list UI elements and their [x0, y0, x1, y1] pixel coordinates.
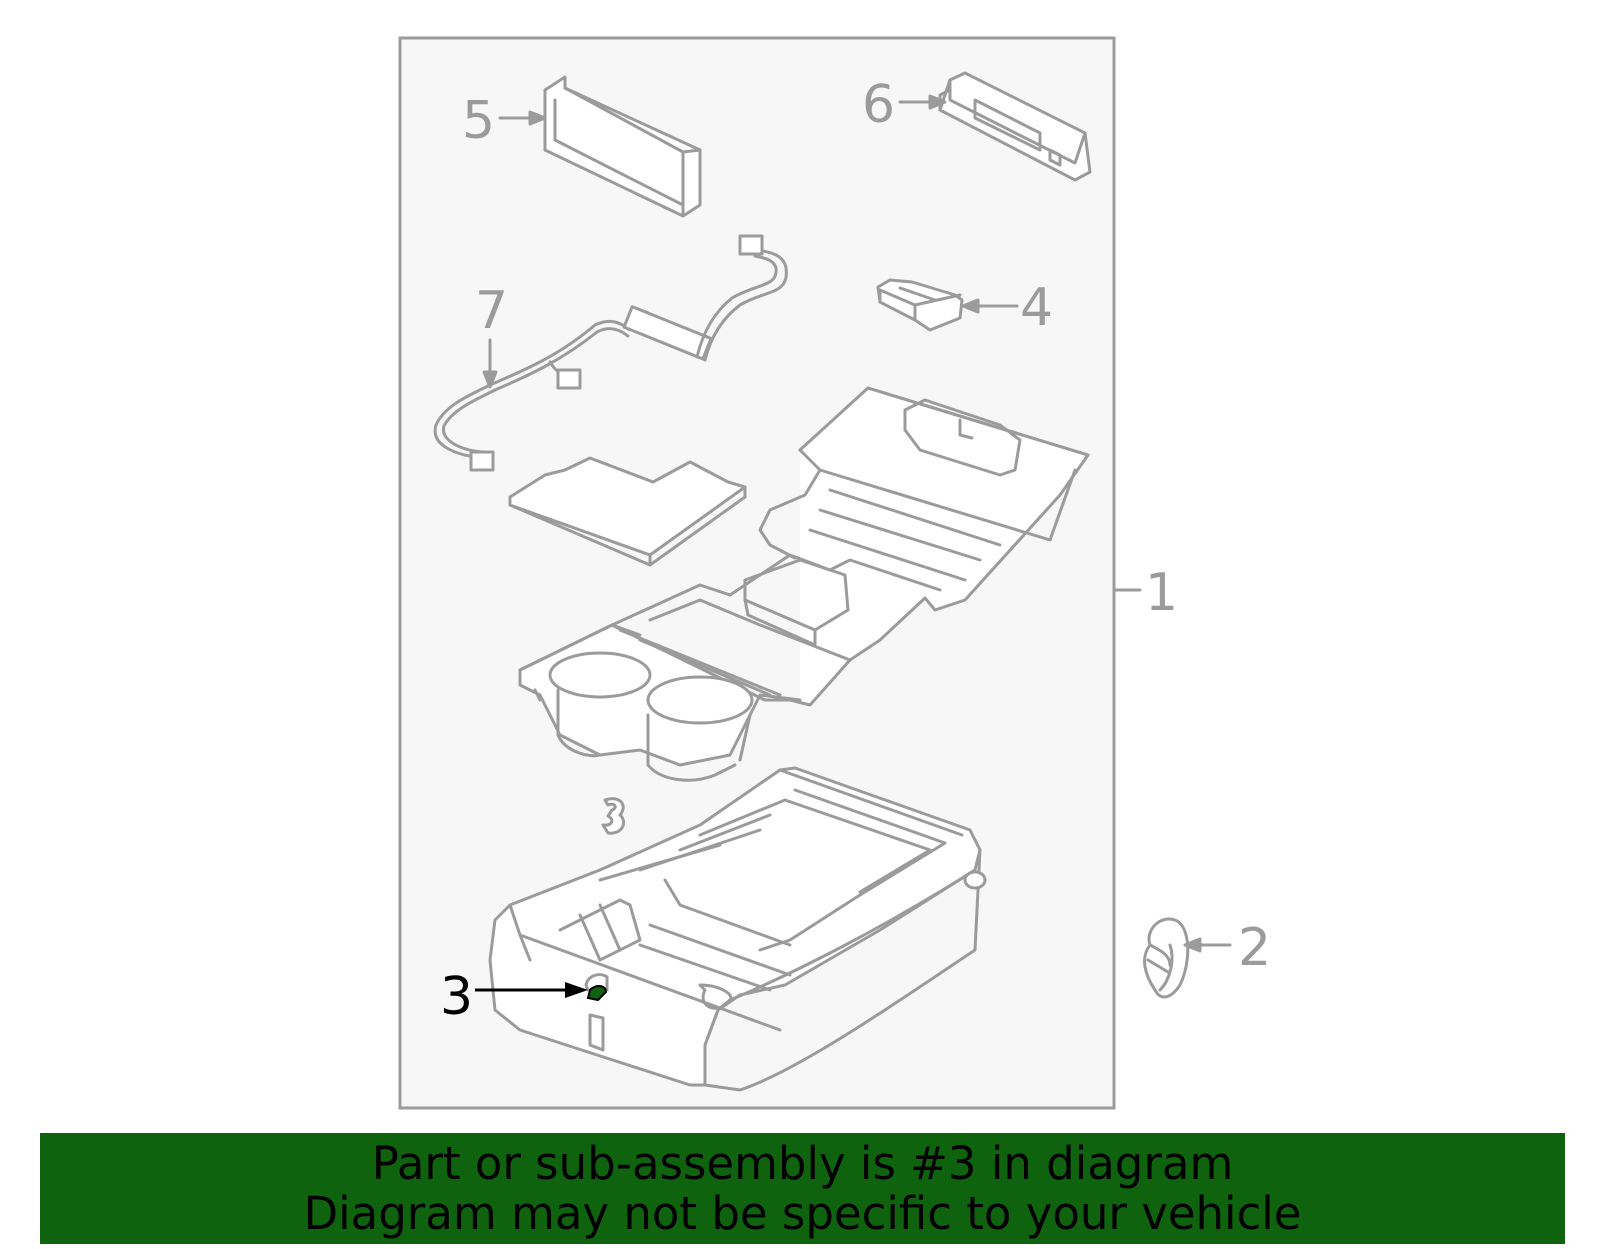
callout-5: 5 [462, 91, 495, 151]
leader-arrow-2 [1183, 937, 1202, 953]
callout-7: 7 [475, 281, 508, 341]
callout-4: 4 [1020, 278, 1053, 338]
callout-3: 3 [440, 967, 473, 1027]
info-banner: Part or sub-assembly is #3 in diagram Di… [40, 1133, 1565, 1244]
small-clip [601, 797, 625, 835]
part-1-console-upper [518, 386, 1090, 782]
callout-1: 1 [1145, 563, 1178, 623]
part-5-tray [543, 75, 702, 218]
part-4-bezel [876, 278, 964, 332]
banner-line-1: Part or sub-assembly is #3 in diagram [371, 1137, 1234, 1190]
part-3-highlight [586, 985, 608, 1002]
leader-arrow-6 [928, 94, 947, 110]
leader-arrow-4 [961, 298, 980, 314]
leader-arrow-5 [528, 110, 547, 126]
banner-line-2: Diagram may not be specific to your vehi… [303, 1187, 1302, 1240]
console-liner-mat [508, 456, 747, 567]
part-7-harness [433, 234, 788, 472]
leader-arrow-7 [482, 370, 498, 389]
part-2-grommet [1143, 917, 1190, 999]
leader-arrow-3 [565, 982, 588, 998]
callout-2: 2 [1238, 918, 1271, 978]
console-lower-base [488, 766, 987, 1092]
callout-6: 6 [862, 75, 895, 135]
part-6-latch [938, 71, 1092, 182]
